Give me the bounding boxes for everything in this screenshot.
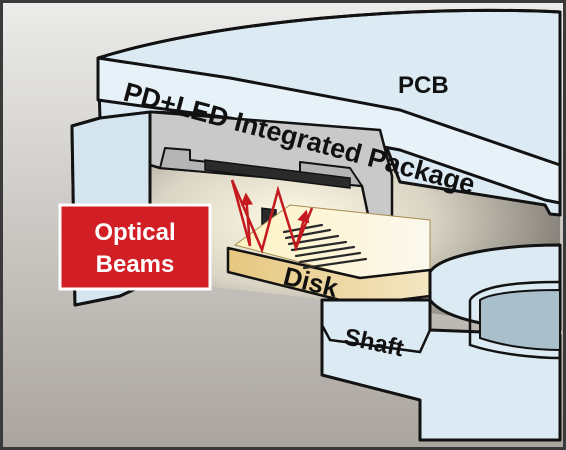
- pcb-label: PCB: [398, 72, 449, 99]
- right-hub-recess: [479, 288, 561, 352]
- right-hub-groove: [468, 280, 561, 360]
- optical-beams: [230, 179, 314, 254]
- pcb-top-edge: [97, 8, 561, 60]
- optical-beams-label-line1: Optical: [94, 219, 175, 246]
- pd-led-chip: [204, 159, 351, 189]
- optical-beams-label-line2: Beams: [96, 251, 175, 278]
- shaft-step: [320, 300, 432, 354]
- optical-beams-callout: [58, 203, 212, 291]
